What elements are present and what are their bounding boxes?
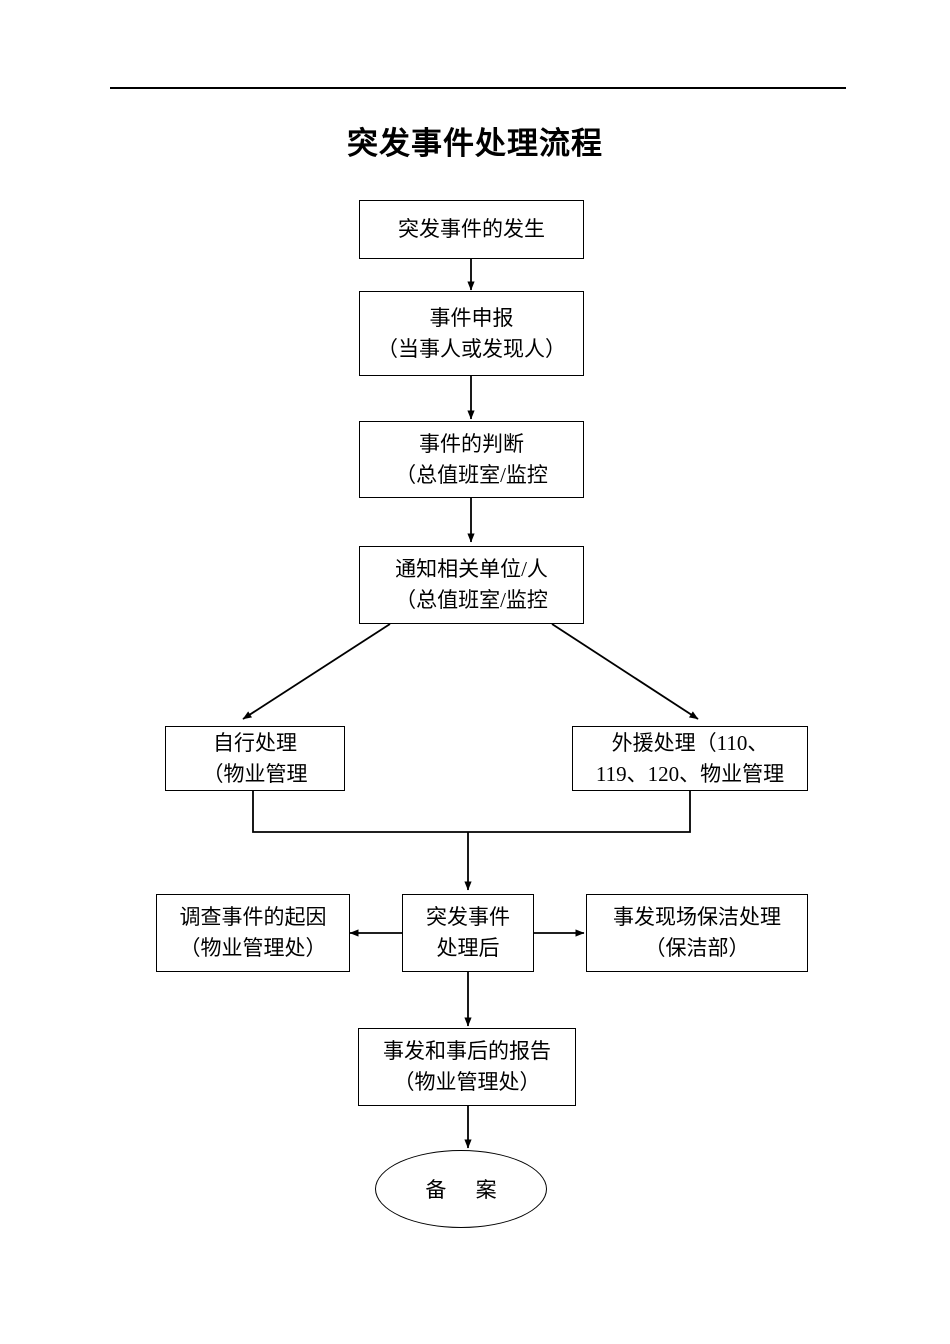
node-line-1: 调查事件的起因 bbox=[179, 905, 327, 929]
header-rule bbox=[110, 87, 846, 89]
node-line-1: 自行处理 bbox=[213, 730, 297, 755]
node-line-1: 突发事件的发生 bbox=[398, 217, 545, 241]
flow-node-incident-report[interactable]: 事件申报 （当事人或发现人） bbox=[359, 291, 584, 376]
flow-node-external-assistance[interactable]: 外援处理（110、 119、120、物业管理 bbox=[572, 726, 808, 791]
flow-node-incident-assessment[interactable]: 事件的判断 （总值班室/监控 bbox=[359, 421, 584, 498]
flow-node-after-handling[interactable]: 突发事件 处理后 bbox=[402, 894, 534, 972]
node-line-2: （总值班室/监控 bbox=[395, 588, 548, 612]
node-line-2: 处理后 bbox=[436, 936, 500, 960]
flow-node-investigate-cause[interactable]: 调查事件的起因 （物业管理处） bbox=[156, 894, 350, 972]
flow-node-incident-occurs[interactable]: 突发事件的发生 bbox=[359, 200, 584, 259]
node-line-2: （保洁部） bbox=[644, 936, 750, 960]
node-line-2: （物业管理处） bbox=[393, 1070, 541, 1094]
edge-n5-merge bbox=[252, 791, 468, 833]
flow-node-self-handling[interactable]: 自行处理 （物业管理 bbox=[165, 726, 345, 791]
node-line-1: 通知相关单位/人 bbox=[395, 557, 548, 581]
edge-n6-merge bbox=[468, 791, 691, 833]
edge-n4-n5 bbox=[242, 623, 391, 720]
flow-node-filing-terminal[interactable]: 备 案 bbox=[375, 1150, 547, 1228]
edge-n4-n6 bbox=[551, 623, 699, 720]
flow-node-notify-units[interactable]: 通知相关单位/人 （总值班室/监控 bbox=[359, 546, 584, 624]
node-line-2: （物业管理处） bbox=[179, 936, 327, 960]
node-line-2: （物业管理 bbox=[202, 761, 308, 786]
flow-node-site-cleaning[interactable]: 事发现场保洁处理 （保洁部） bbox=[586, 894, 808, 972]
node-line-1: 事发和事后的报告 bbox=[383, 1039, 551, 1063]
node-line-1: 突发事件 bbox=[426, 905, 510, 929]
node-line-1: 事件的判断 bbox=[419, 431, 524, 456]
terminal-label: 备 案 bbox=[425, 1178, 509, 1202]
node-line-2: （总值班室/监控 bbox=[395, 462, 548, 487]
node-line-1: 事件申报 bbox=[429, 305, 514, 330]
flow-node-reports[interactable]: 事发和事后的报告 （物业管理处） bbox=[358, 1028, 576, 1106]
node-line-2: （当事人或发现人） bbox=[377, 336, 566, 361]
node-line-1: 外援处理（110、 bbox=[611, 730, 769, 755]
page-title: 突发事件处理流程 bbox=[347, 126, 603, 162]
node-line-2: 119、120、物业管理 bbox=[595, 761, 785, 786]
node-line-1: 事发现场保洁处理 bbox=[613, 905, 781, 929]
